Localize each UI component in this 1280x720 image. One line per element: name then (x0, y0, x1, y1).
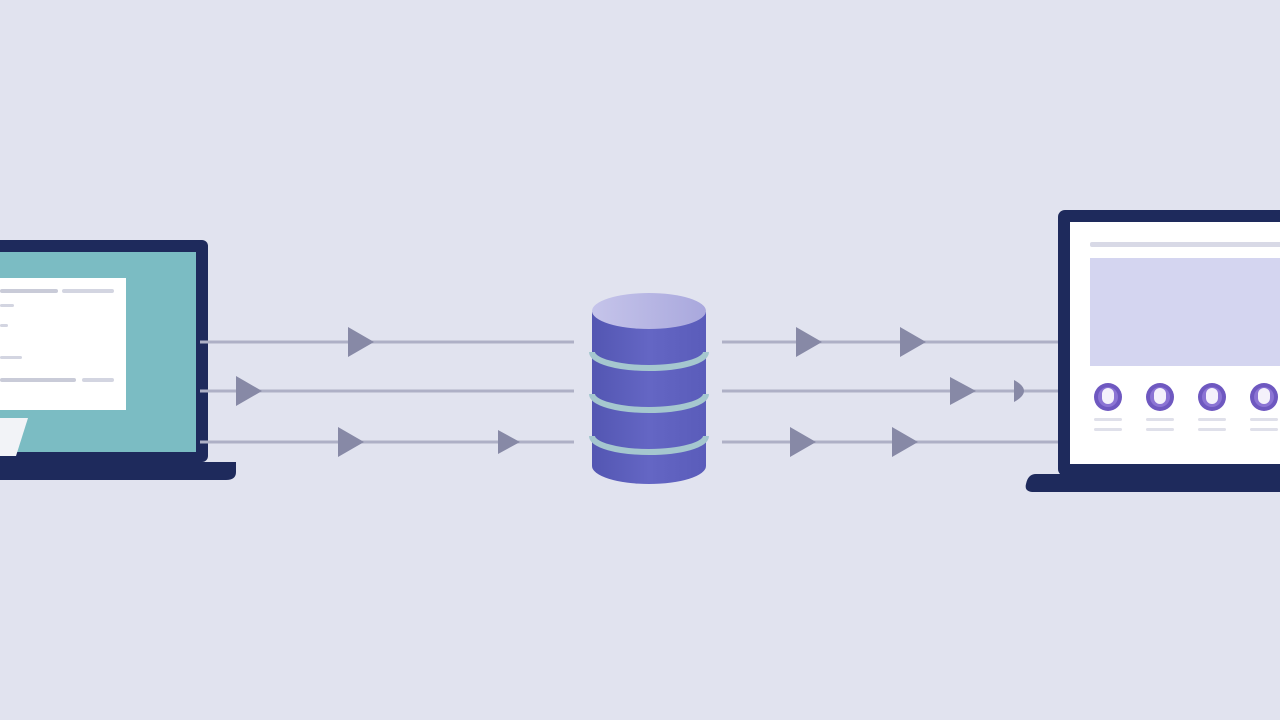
arrow-icon (950, 377, 976, 405)
form-field-line (82, 378, 114, 382)
arrow-icon (348, 327, 374, 357)
form-card (0, 278, 126, 410)
arrow-icon (338, 427, 364, 457)
form-field-line (0, 356, 22, 359)
avatar-icon (1250, 383, 1278, 431)
form-field-line (0, 378, 76, 382)
avatar-icon (1094, 383, 1122, 431)
avatar-icon (1198, 383, 1226, 431)
arrow-icon (796, 327, 822, 357)
avatar-icon (1146, 383, 1174, 431)
arrow-icon (892, 427, 918, 457)
paper-sheet (0, 418, 28, 456)
right-flow (722, 327, 1062, 457)
left-flow (200, 327, 574, 457)
form-field-line (62, 289, 114, 293)
dashboard-hero-panel (1090, 258, 1280, 366)
form-field-line (0, 289, 58, 293)
source-laptop (0, 240, 236, 480)
arrow-icon (498, 430, 520, 454)
source-laptop-base (0, 462, 236, 480)
database-band (589, 393, 709, 413)
database-top (592, 293, 706, 329)
database-icon (589, 293, 709, 484)
arrow-icon (790, 427, 816, 457)
form-field-line (0, 304, 14, 307)
database-band (589, 435, 709, 455)
arrow-icon (900, 327, 926, 357)
arrow-icon (1014, 380, 1024, 402)
database-band (589, 351, 709, 371)
target-laptop (1025, 210, 1280, 492)
arrow-icon (236, 376, 262, 406)
form-field-line (0, 324, 8, 327)
target-laptop-base (1025, 474, 1280, 492)
dashboard-header-bar (1090, 242, 1280, 247)
